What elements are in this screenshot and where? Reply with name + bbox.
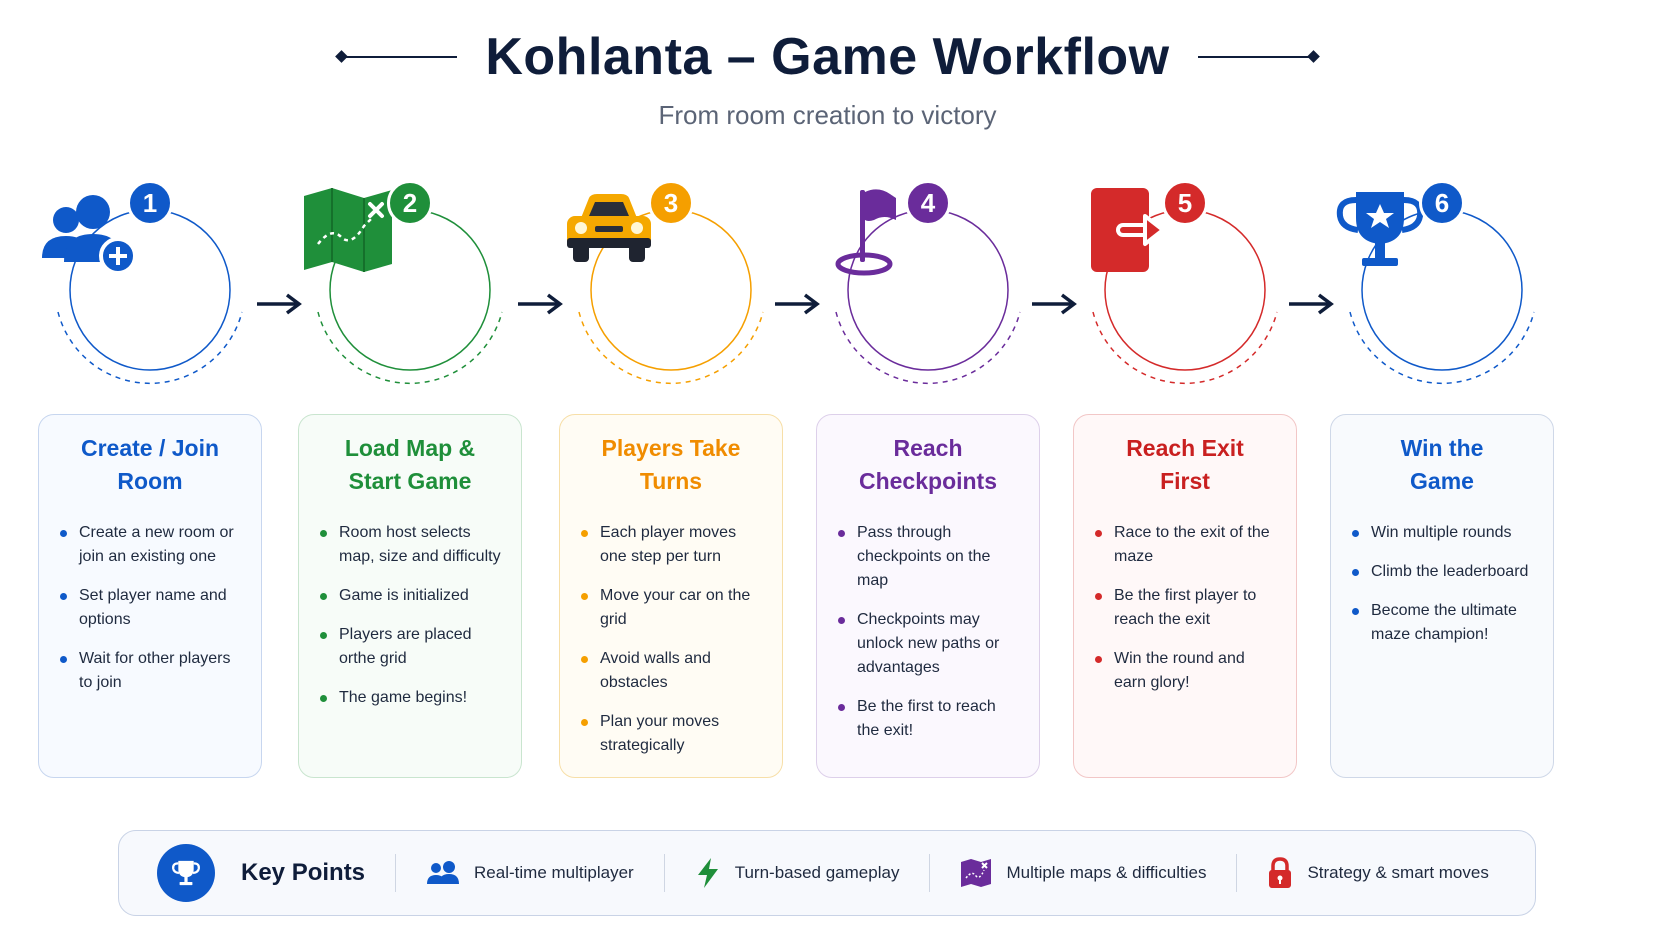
list-item: Win the round and earn glory! xyxy=(1092,647,1278,695)
arrow-right-icon xyxy=(775,293,820,315)
list-item: Avoid walls and obstacles xyxy=(578,647,764,695)
divider xyxy=(929,854,931,892)
list-item: Move your car on the grid xyxy=(578,584,764,632)
step-circle: 1 xyxy=(38,180,262,402)
list-item: Become the ultimate maze champion! xyxy=(1349,599,1535,647)
arrow-right-icon xyxy=(1289,293,1334,315)
key-point-item: Turn-based gameplay xyxy=(695,857,899,889)
car-icon xyxy=(567,194,651,262)
map-icon xyxy=(961,859,992,887)
arrow-right-icon xyxy=(1032,293,1077,315)
list-item: Each player moves one step per turn xyxy=(578,521,764,569)
step-bullets: Pass through checkpoints on the map Chec… xyxy=(835,521,1021,743)
list-item: Plan your moves strategically xyxy=(578,710,764,758)
map-icon xyxy=(304,188,392,272)
lightning-icon xyxy=(697,858,718,888)
trophy-icon xyxy=(1336,192,1424,266)
list-item: Create a new room or join an existing on… xyxy=(57,521,243,569)
list-item: Players are placed orthe grid xyxy=(317,623,503,671)
step-card: Load Map &Start Game Room host selects m… xyxy=(298,414,522,778)
key-points-bar: Key Points Real-time multiplayer Turn-ba… xyxy=(118,830,1536,916)
list-item: Game is initialized xyxy=(317,584,503,608)
title-divider-right xyxy=(1197,56,1314,58)
step-number-badge: 1 xyxy=(127,180,173,226)
users-icon xyxy=(427,861,460,884)
list-item: Checkpoints may unlock new paths or adva… xyxy=(835,608,1021,680)
step-circle: 6 xyxy=(1330,180,1554,402)
step-number-badge: 6 xyxy=(1419,180,1465,226)
step-bullets: Each player moves one step per turn Move… xyxy=(578,521,764,758)
step-bullets: Race to the exit of the maze Be the firs… xyxy=(1092,521,1278,695)
step-number-badge: 5 xyxy=(1162,180,1208,226)
key-points-title: Key Points xyxy=(241,859,366,886)
arrow-right-icon xyxy=(257,293,302,315)
list-item: Climb the leaderboard xyxy=(1349,560,1535,584)
key-point-item: Strategy & smart moves xyxy=(1267,857,1489,889)
page-subtitle: From room creation to victory xyxy=(658,100,997,130)
exit-door-icon xyxy=(1091,188,1165,272)
list-item: Win multiple rounds xyxy=(1349,521,1535,545)
divider xyxy=(1236,854,1238,892)
step-number-badge: 2 xyxy=(387,180,433,226)
list-item: Set player name and options xyxy=(57,584,243,632)
flag-icon xyxy=(835,189,896,276)
step-bullets: Room host selects map, size and difficul… xyxy=(317,521,503,710)
step-bullets: Create a new room or join an existing on… xyxy=(57,521,243,695)
step-bullets: Win multiple rounds Climb the leaderboar… xyxy=(1349,521,1535,647)
list-item: Be the first player to reach the exit xyxy=(1092,584,1278,632)
divider xyxy=(395,854,397,892)
arrow-right-icon xyxy=(518,293,563,315)
lock-icon xyxy=(1269,857,1292,888)
list-item: Be the first to reach the exit! xyxy=(835,695,1021,743)
divider xyxy=(663,854,665,892)
list-item: Pass through checkpoints on the map xyxy=(835,521,1021,593)
step-title: Load Map &Start Game xyxy=(344,435,476,494)
list-item: The game begins! xyxy=(317,686,503,710)
add-users-icon xyxy=(42,195,137,275)
title-divider-left xyxy=(341,56,458,58)
key-point-item: Multiple maps & difficulties xyxy=(960,858,1206,888)
key-point-item: Real-time multiplayer xyxy=(426,860,634,886)
step-circle: 5 xyxy=(1073,180,1297,402)
list-item: Room host selects map, size and difficul… xyxy=(317,521,503,569)
page-title: Kohlanta – Game Workflow xyxy=(485,28,1170,86)
step-number-badge: 3 xyxy=(648,180,694,226)
step-circle: 4 xyxy=(816,180,1040,402)
header: Kohlanta – Game Workflow xyxy=(0,22,1655,92)
step-number-badge: 4 xyxy=(905,180,951,226)
list-item: Race to the exit of the maze xyxy=(1092,521,1278,569)
key-points-badge xyxy=(157,844,215,902)
trophy-icon xyxy=(172,860,200,886)
step-circle: 3 xyxy=(559,180,783,402)
list-item: Wait for other players to join xyxy=(57,647,243,695)
step-circle: 2 xyxy=(298,180,522,402)
